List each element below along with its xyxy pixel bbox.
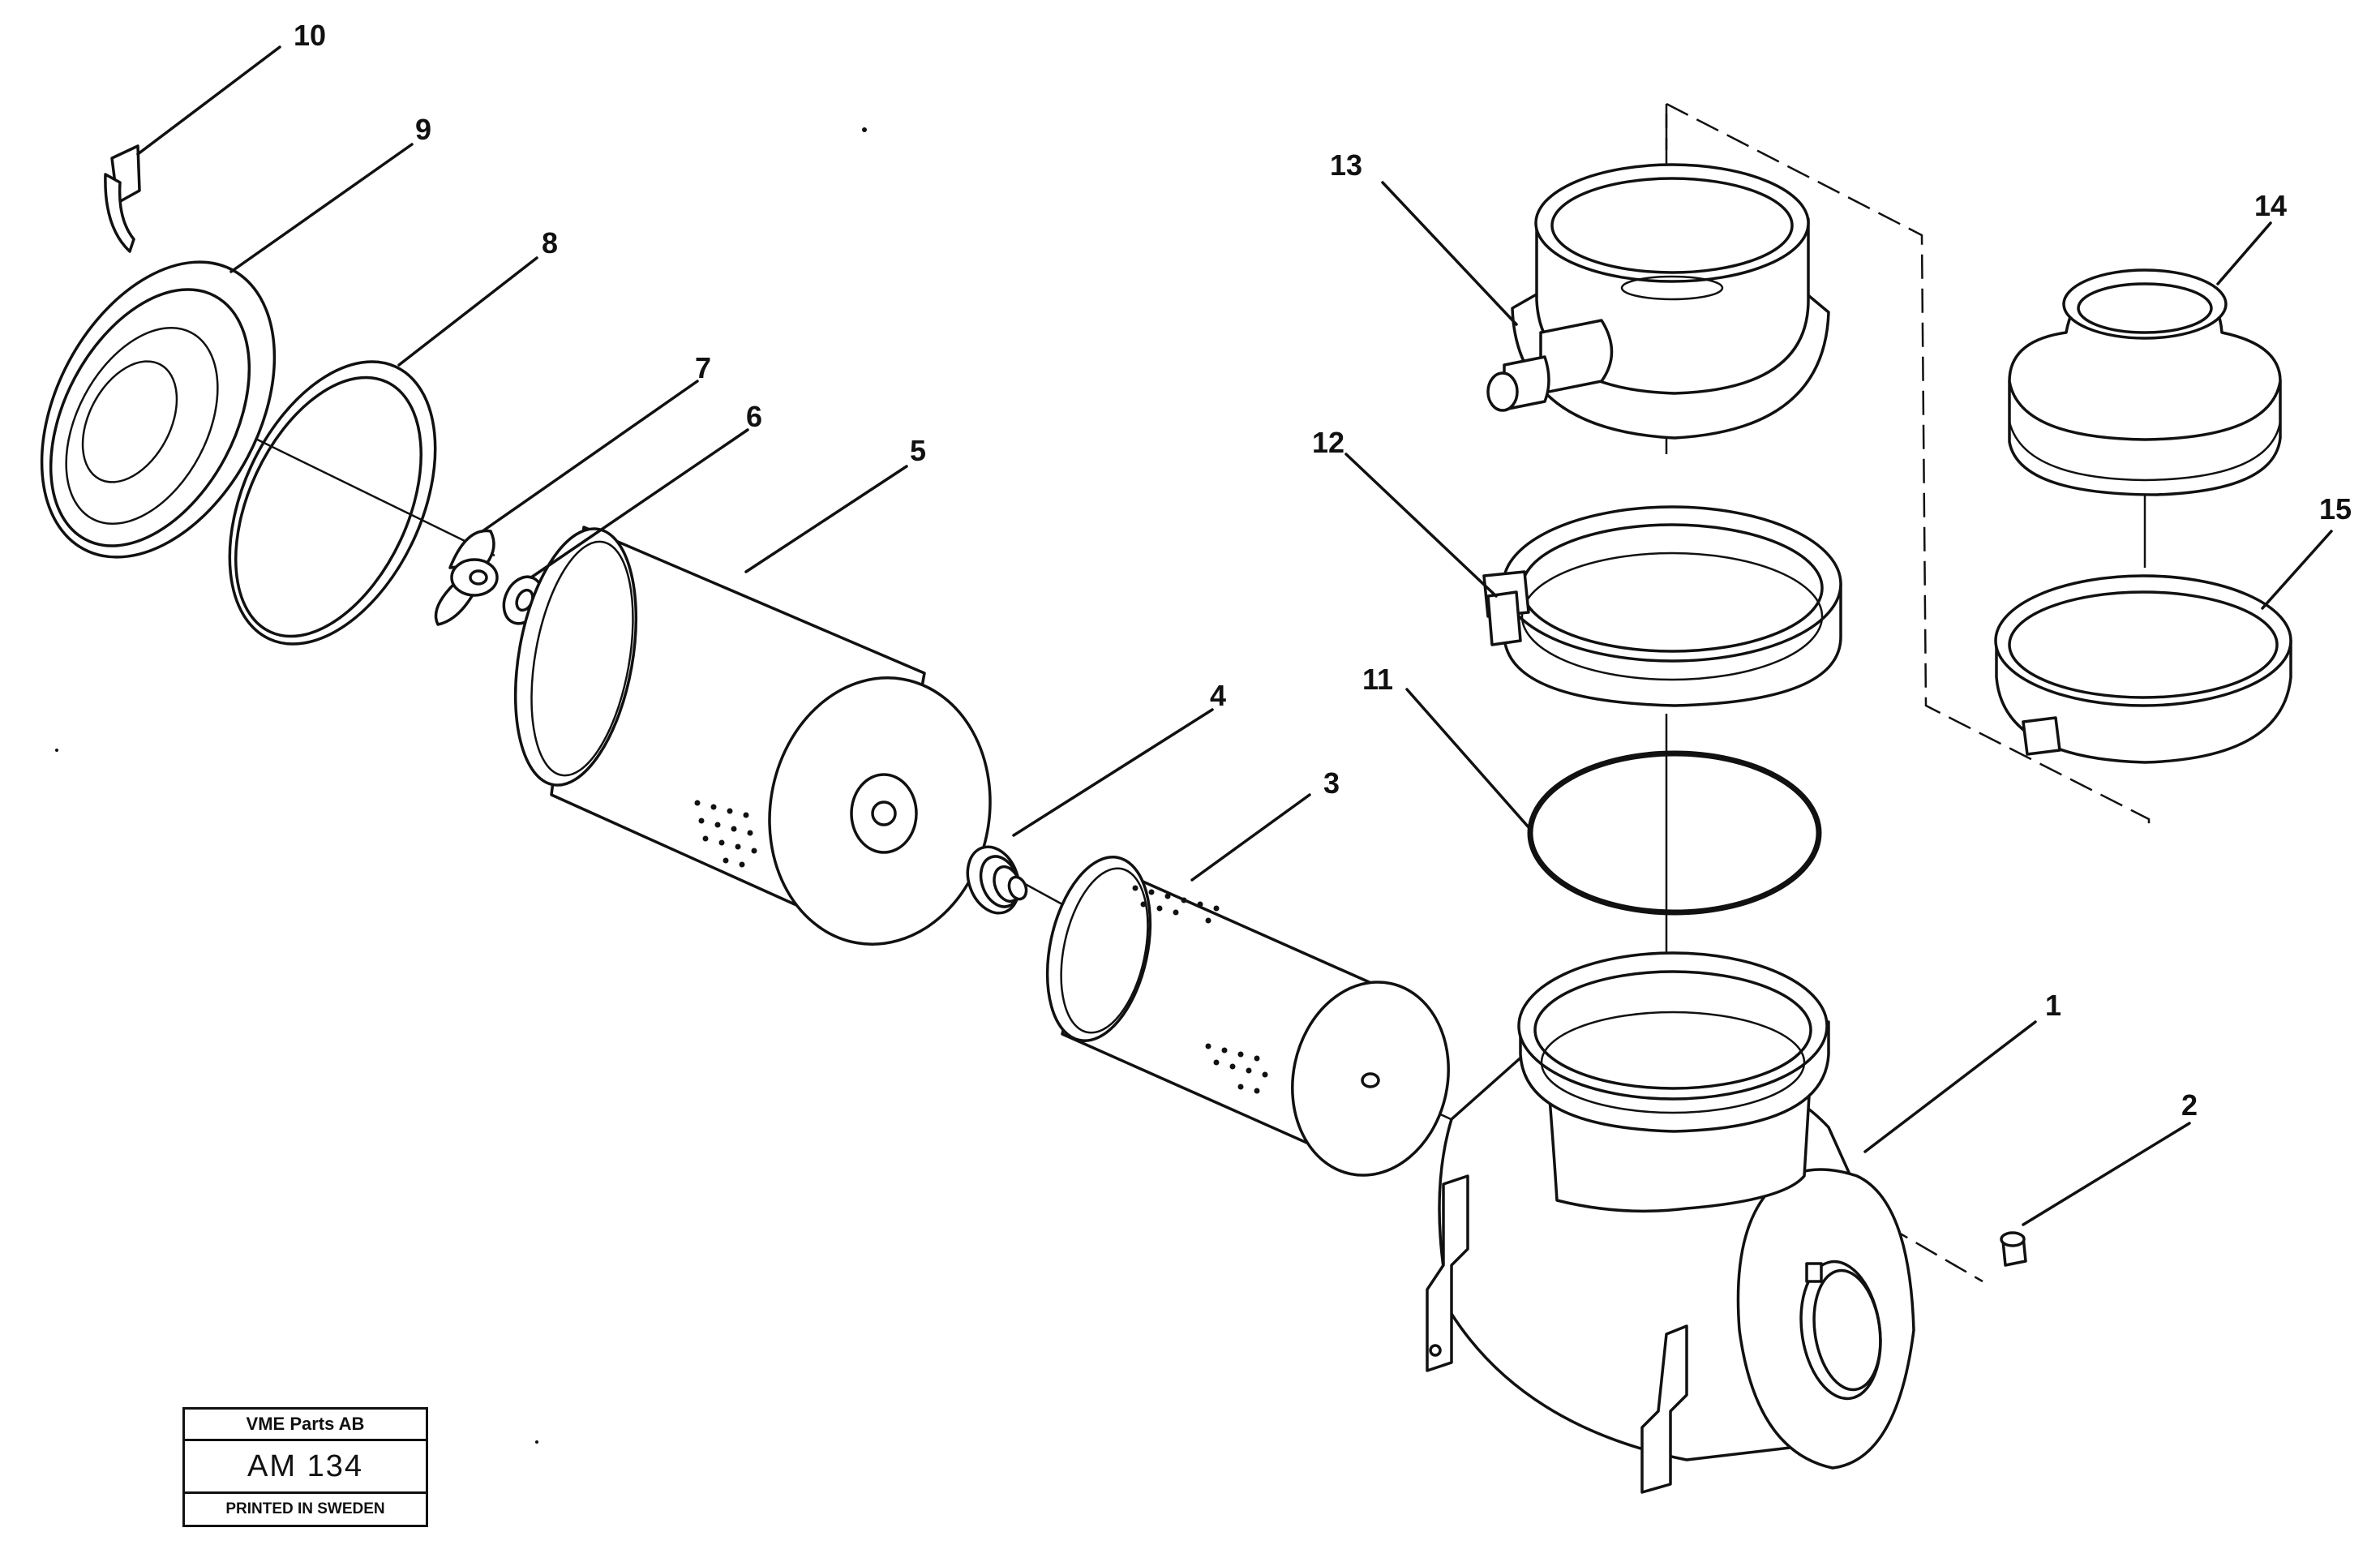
callout-2: 2	[2181, 1088, 2198, 1122]
callout-10: 10	[294, 19, 326, 52]
part-11-o-ring	[1527, 750, 1822, 916]
stray-dot	[862, 127, 867, 132]
leader-lines	[136, 45, 2333, 1226]
callout-5: 5	[910, 434, 926, 467]
callout-6: 6	[746, 400, 762, 433]
document-number: AM 134	[185, 1441, 426, 1494]
part-7-wing-nut	[434, 529, 499, 626]
part-14-precleaner-cap	[2008, 268, 2282, 496]
part-15-hose-clamp	[1994, 574, 2292, 764]
part-2-screw	[2000, 1231, 2027, 1267]
printed-note: PRINTED IN SWEDEN	[225, 1500, 385, 1517]
callout-7: 7	[695, 351, 711, 384]
callout-8: 8	[542, 226, 558, 260]
callout-1: 1	[2045, 989, 2061, 1022]
callout-4: 4	[1210, 679, 1226, 712]
perforation-holes	[1132, 885, 1268, 1094]
part-1-filter-housing	[1426, 951, 1915, 1494]
callout-13: 13	[1330, 148, 1362, 182]
part-12-hose-clamp	[1482, 505, 1842, 707]
callout-15: 15	[2319, 492, 2352, 526]
callouts: 10 9 8 7 6 5 4 3 1 2 11 12 13 14 15	[294, 19, 2352, 1122]
part-4-adapter	[966, 845, 1028, 915]
title-block: VME Parts AB AM 134 PRINTED IN SWEDEN	[182, 1407, 428, 1527]
part-9-cover	[40, 260, 277, 559]
stray-dot	[55, 749, 58, 752]
part-13-top-housing	[1486, 163, 1830, 440]
company-name: VME Parts AB	[185, 1410, 426, 1442]
callout-14: 14	[2254, 189, 2287, 222]
part-5-main-filter-element	[513, 526, 992, 946]
callout-3: 3	[1323, 766, 1340, 800]
stray-dot	[535, 1440, 538, 1444]
part-10-clip	[104, 144, 141, 253]
part-3-safety-filter	[1045, 856, 1450, 1177]
perforation-holes	[694, 800, 757, 868]
callout-11: 11	[1362, 663, 1393, 696]
callout-9: 9	[415, 113, 431, 146]
part-8-gasket-ring	[228, 360, 437, 646]
callout-12: 12	[1312, 426, 1344, 459]
